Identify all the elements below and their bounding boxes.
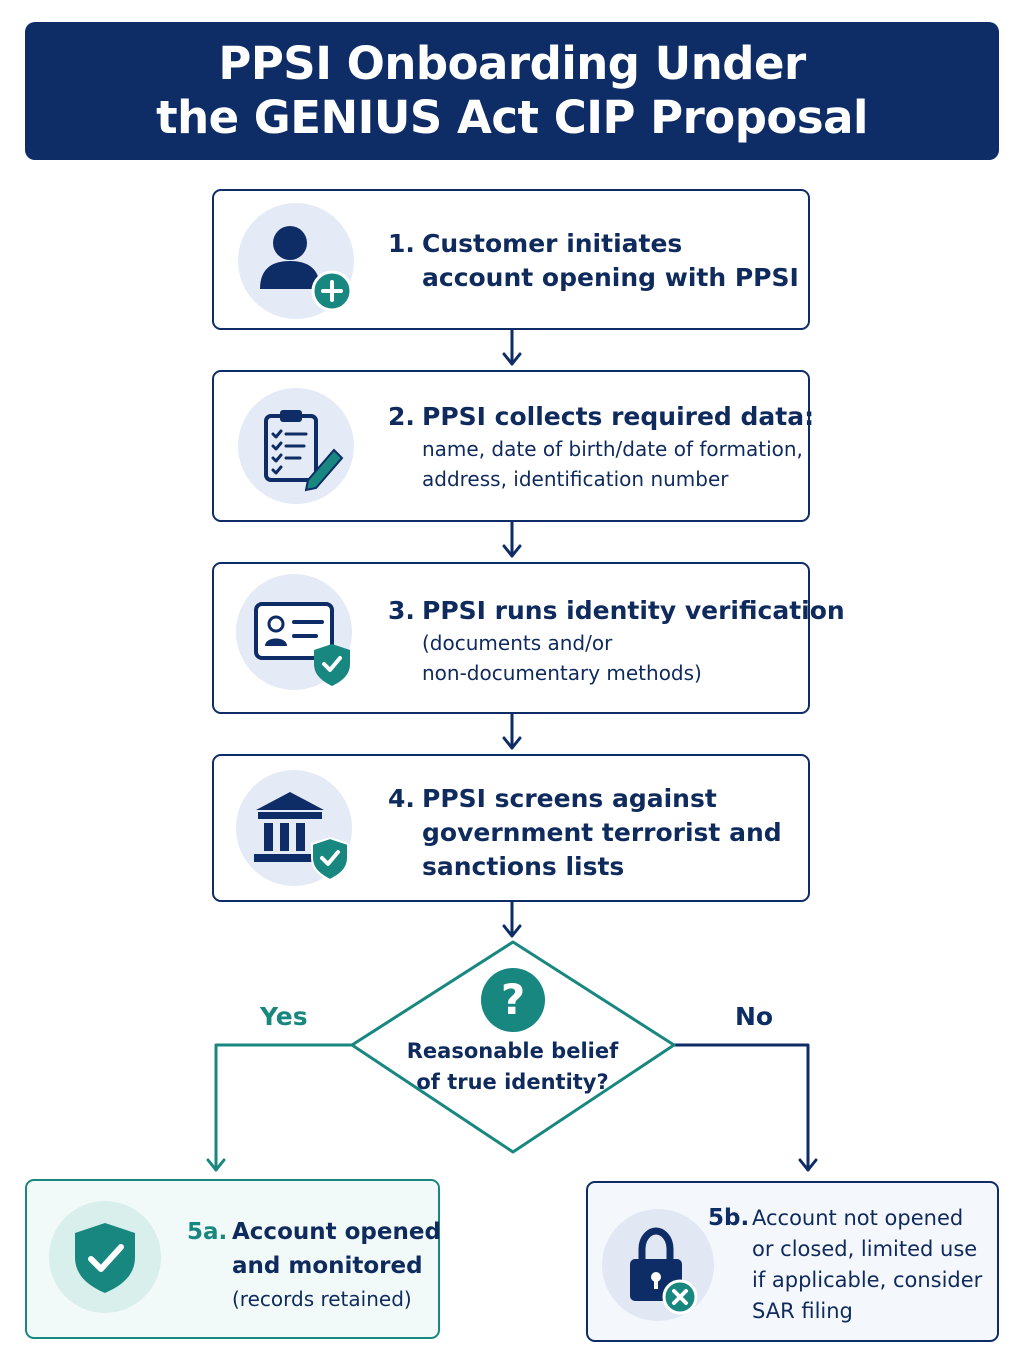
question-icon: ? [481, 968, 545, 1032]
step-2-detail-line-1: name, date of birth/date of formation, [422, 437, 803, 461]
outcome-yes-detail: (records retained) [232, 1287, 412, 1311]
outcome-yes-number: 5a. [187, 1219, 228, 1245]
padlock-x-icon [602, 1209, 714, 1321]
step-3-detail-line-1: (documents and/or [422, 631, 613, 655]
step-1-heading-line-1: Customer initiates [422, 229, 683, 258]
outcome-yes-box: 5a. Account opened and monitored (record… [25, 1179, 441, 1339]
outcome-yes-heading-line-1: Account opened [232, 1219, 441, 1245]
outcome-no-line-2: or closed, limited use [752, 1237, 978, 1261]
outcome-no-line-4: SAR filing [752, 1299, 853, 1323]
decision-diamond [350, 940, 676, 1154]
shield-check-icon [49, 1201, 161, 1313]
decision-question: Reasonable belief of true identity? [380, 1036, 645, 1098]
outcome-no-number: 5b. [708, 1205, 750, 1231]
clipboard-checklist-icon [238, 388, 354, 504]
step-2-box: 2. PPSI collects required data: name, da… [212, 370, 814, 522]
step-4-box: 4. PPSI screens against government terro… [212, 754, 810, 902]
step-3-heading: PPSI runs identity verification [422, 596, 845, 625]
step-3-box: 3. PPSI runs identity verification (docu… [212, 562, 845, 714]
step-1-box: 1. Customer initiates account opening wi… [212, 189, 810, 330]
step-4-heading-line-3: sanctions lists [422, 852, 625, 881]
id-card-shield-icon [236, 574, 352, 690]
decision-question-line-2: of true identity? [416, 1070, 609, 1094]
outcome-no-line-1: Account not opened [752, 1206, 964, 1230]
yes-branch-line [214, 1043, 354, 1172]
user-add-icon [238, 203, 354, 319]
decision-question-line-1: Reasonable belief [406, 1039, 619, 1063]
step-4-heading-line-2: government terrorist and [422, 818, 782, 847]
step-4-heading-line-1: PPSI screens against [422, 784, 717, 813]
step-2-number: 2. [388, 402, 415, 431]
outcome-no-line-3: if applicable, consider [752, 1268, 983, 1292]
step-3-detail-line-2: non-documentary methods) [422, 661, 702, 685]
step-1-number: 1. [388, 229, 415, 258]
outcome-no-box: 5b. Account not opened or closed, limite… [586, 1181, 999, 1342]
yes-label: Yes [260, 1002, 308, 1031]
title-line-2: the GENIUS Act CIP Proposal [156, 91, 868, 144]
outcome-yes-heading-line-2: and monitored [232, 1253, 423, 1279]
step-4-number: 4. [388, 784, 415, 813]
title-banner: PPSI Onboarding Under the GENIUS Act CIP… [25, 22, 999, 160]
step-1-heading-line-2: account opening with PPSI [422, 263, 799, 292]
no-branch-line [672, 1043, 810, 1172]
title-line-1: PPSI Onboarding Under [218, 37, 806, 90]
step-2-heading: PPSI collects required data: [422, 402, 815, 431]
no-label: No [735, 1002, 774, 1031]
step-3-number: 3. [388, 596, 415, 625]
step-2-detail-line-2: address, identification number [422, 467, 729, 491]
bank-shield-icon [236, 770, 352, 886]
